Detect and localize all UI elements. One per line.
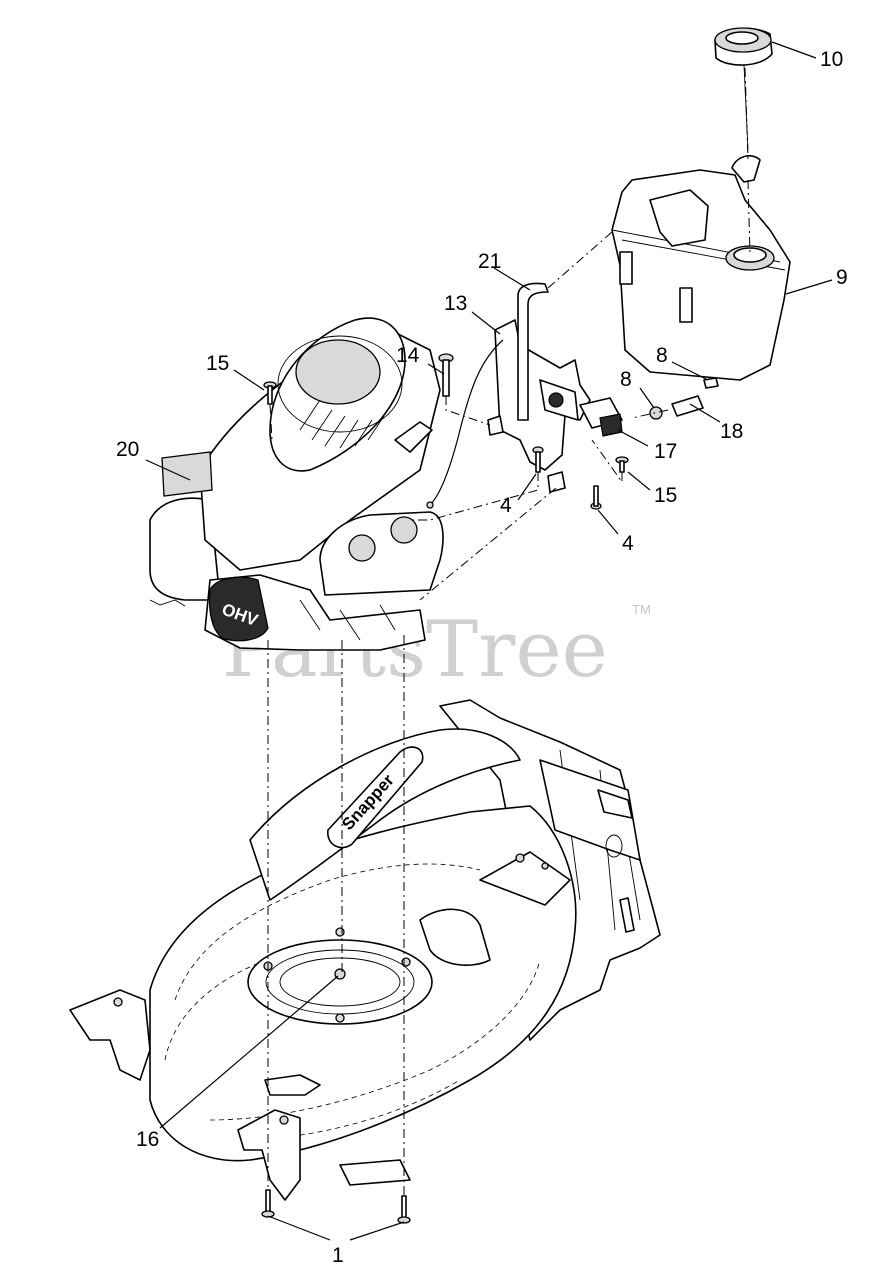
pin-14 xyxy=(438,353,454,397)
watermark-trademark: TM xyxy=(632,602,651,617)
fuel-cap xyxy=(714,27,773,183)
screw-1-left xyxy=(261,1189,275,1218)
callout-4-right: 4 xyxy=(622,532,634,555)
callout-18: 18 xyxy=(720,420,743,443)
callout-13: 13 xyxy=(444,292,467,315)
callout-15-right: 15 xyxy=(654,484,677,507)
fuel-tank xyxy=(611,169,791,381)
engine: OHV xyxy=(149,317,444,651)
callout-16: 16 xyxy=(136,1128,159,1151)
callout-1: 1 xyxy=(332,1244,344,1267)
mower-deck: Snapper xyxy=(69,699,661,1201)
screw-4-right xyxy=(590,485,602,510)
callout-8-upper: 8 xyxy=(656,344,668,367)
callout-9: 9 xyxy=(836,266,848,289)
callout-17: 17 xyxy=(654,440,677,463)
decal-20 xyxy=(161,451,213,497)
alignment-lines xyxy=(267,67,751,1196)
control-bracket xyxy=(426,282,623,509)
fuel-line-hardware xyxy=(649,377,719,420)
callout-20: 20 xyxy=(116,438,139,461)
callout-15-upper: 15 xyxy=(206,352,229,375)
screw-1-right xyxy=(397,1195,411,1224)
callout-10: 10 xyxy=(820,48,843,71)
callout-labels: 10 9 21 13 14 15 8 8 18 17 15 20 4 4 16 … xyxy=(116,48,848,1267)
bolt-15-right xyxy=(615,456,629,473)
leader-lines xyxy=(145,41,833,1241)
callout-21: 21 xyxy=(478,250,501,273)
callout-14: 14 xyxy=(396,344,420,367)
screw-4-left xyxy=(532,446,544,473)
callout-4-left: 4 xyxy=(500,494,512,517)
callout-8-lower: 8 xyxy=(620,368,632,391)
bolt-15-upper xyxy=(263,381,277,405)
